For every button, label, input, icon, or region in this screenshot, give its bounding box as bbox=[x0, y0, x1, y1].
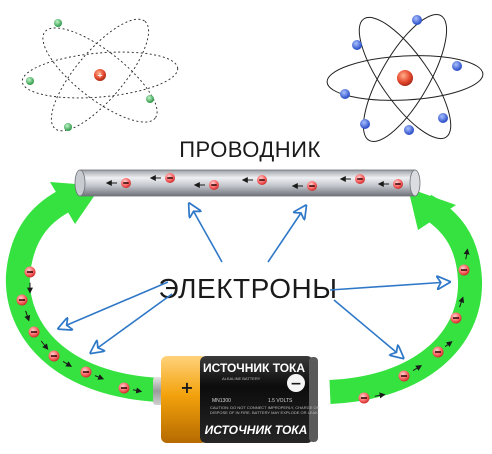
pointer-arrow bbox=[329, 282, 448, 291]
battery-title-top: ИСТОЧНИК ТОКА bbox=[203, 361, 305, 375]
atom-right-electron bbox=[438, 113, 448, 123]
circuit-electron bbox=[16, 294, 28, 306]
battery-subtitle: ALKALINE BATTERY bbox=[222, 376, 261, 381]
electron-motion-arrow bbox=[62, 360, 73, 367]
circuit-electron bbox=[458, 264, 470, 276]
atom-left-orbit bbox=[21, 51, 179, 99]
circuit-electron bbox=[358, 392, 370, 404]
electron-motion-arrow bbox=[412, 365, 423, 372]
pointer-arrow bbox=[60, 281, 169, 328]
atom-left-electron bbox=[54, 19, 62, 27]
battery-caution-line-1: CAUTION: DO NOT CONNECT IMPROPERLY, CHAR… bbox=[210, 405, 320, 410]
battery-icon: + − ИСТОЧНИК ТОКА ALKALINE BATTERY MN130… bbox=[153, 356, 320, 443]
circuit-arrow-right bbox=[329, 188, 483, 404]
atom-left-electron bbox=[146, 95, 154, 103]
atom-right-orbit bbox=[326, 55, 484, 101]
battery-plus-sign: + bbox=[180, 378, 193, 397]
atom-left-orbit bbox=[42, 27, 158, 123]
atom-right-electron bbox=[404, 125, 414, 135]
conductor-electron bbox=[209, 180, 219, 190]
circuit-arrow-left bbox=[5, 182, 161, 402]
circuit-electron bbox=[28, 326, 40, 338]
conductor-label: ПРОВОДНИК bbox=[179, 137, 321, 162]
atom-left-nucleus bbox=[94, 69, 106, 81]
battery-voltage: 1.5 VOLTS bbox=[268, 398, 293, 404]
pointer-arrow bbox=[333, 299, 402, 357]
atom-right-orbit bbox=[358, 16, 452, 140]
conductor-electron bbox=[355, 174, 365, 184]
battery-positive-terminal bbox=[153, 377, 163, 405]
atom-right-orbit bbox=[362, 14, 448, 142]
battery-body bbox=[200, 356, 313, 443]
electron-motion-arrow bbox=[458, 296, 465, 308]
electron-motion-arrow bbox=[40, 340, 49, 350]
electron-motion-arrow bbox=[24, 310, 31, 322]
battery-caution-line-2: DISPOSE OF IN FIRE. BATTERY MAY EXPLODE … bbox=[210, 410, 319, 415]
battery-model: MN1300 bbox=[212, 398, 231, 404]
atom-right-electron bbox=[360, 119, 370, 129]
circuit-electron bbox=[450, 312, 462, 324]
conductor-electron bbox=[257, 175, 267, 185]
circuit-electron bbox=[80, 366, 92, 378]
pointer-arrow bbox=[92, 293, 173, 352]
battery-minus-sign: − bbox=[290, 376, 302, 392]
nucleus-plus-sign: + bbox=[97, 72, 103, 80]
atom-right-electron bbox=[352, 40, 362, 50]
pointer-arrow bbox=[190, 205, 223, 263]
circuit-electron bbox=[48, 350, 60, 362]
atom-left-electron bbox=[26, 77, 34, 85]
atom-right-electron bbox=[412, 15, 422, 25]
circuit-electron bbox=[398, 370, 410, 382]
electrons-label: ЭЛЕКТРОНЫ bbox=[158, 273, 337, 304]
conductor-electron bbox=[307, 181, 317, 191]
atom-right-electron bbox=[452, 61, 462, 71]
conductor-electron bbox=[121, 178, 131, 188]
atom-left-electron bbox=[64, 123, 72, 131]
battery-title-bottom: ИСТОЧНИК ТОКА bbox=[205, 423, 308, 437]
atom-right-electron bbox=[340, 89, 350, 99]
electron-motion-arrow bbox=[444, 341, 453, 348]
electron-motion-arrow bbox=[374, 392, 386, 399]
atom-right-nucleus bbox=[397, 70, 413, 86]
electron-motion-arrow bbox=[132, 387, 143, 394]
circuit-electron bbox=[118, 382, 130, 394]
circuit-electron bbox=[432, 346, 444, 358]
pointer-arrow bbox=[267, 207, 305, 263]
pointer-arrows bbox=[60, 205, 448, 357]
battery-cap bbox=[161, 356, 207, 443]
battery-minus-badge bbox=[287, 374, 305, 392]
circuit-electron bbox=[24, 266, 36, 278]
atom-right-icon bbox=[326, 14, 484, 142]
conductor-electron bbox=[393, 179, 403, 189]
electron-motion-arrow bbox=[463, 248, 470, 260]
atom-left-icon: + bbox=[21, 18, 179, 132]
conductor-electron bbox=[165, 173, 175, 183]
electron-motion-arrow bbox=[94, 374, 105, 380]
